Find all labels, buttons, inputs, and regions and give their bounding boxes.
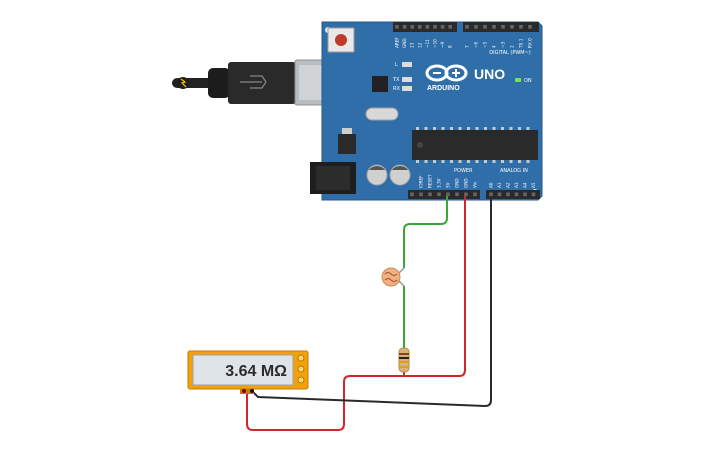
digital-pin-label: ~3 (501, 41, 506, 48)
digital-pin-hole[interactable] (395, 25, 399, 29)
led-rx-label: RX (393, 86, 400, 92)
led-tx-label: TX (392, 77, 400, 83)
digital-pin-label: ~9 (440, 41, 445, 48)
digital-pin-hole[interactable] (425, 25, 430, 29)
power-pin-hole[interactable] (428, 192, 432, 197)
reset-button[interactable] (327, 27, 355, 53)
analog-pin-hole[interactable] (523, 192, 527, 197)
digital-pin-label: 2 (510, 45, 515, 48)
on-led-label: ON (524, 78, 532, 84)
analog-pin-hole[interactable] (489, 192, 493, 197)
digital-pin-label: GND (402, 38, 407, 48)
analog-pin-label: A3 (514, 182, 519, 188)
digital-pin-label: TX 1 (519, 38, 524, 49)
multimeter-readout: 3.64 MΩ (225, 363, 287, 380)
multimeter-probe-terminals[interactable] (240, 389, 254, 394)
analog-pin-hole[interactable] (514, 192, 519, 197)
digital-pin-hole[interactable] (483, 25, 487, 29)
digital-pin-label: 7 (465, 45, 470, 48)
digital-pin-hole[interactable] (501, 25, 505, 29)
board-model-label: UNO (474, 66, 505, 82)
power-pin-hole[interactable] (446, 192, 450, 197)
digital-pin-hole[interactable] (465, 25, 469, 29)
digital-pin-label: 8 (448, 45, 453, 48)
power-pin-label: 5V (446, 182, 451, 188)
board-brand-label: ARDUINO (427, 85, 460, 92)
wire-black-a0[interactable] (252, 196, 492, 408)
power-pin-label: 3.3V (437, 178, 442, 188)
power-pin-label: RESET (428, 174, 433, 188)
status-leds: L TX RX (392, 62, 412, 92)
power-pin-hole[interactable] (473, 192, 477, 197)
digital-header-label: DIGITAL (PWM~) (489, 50, 531, 56)
digital-pin-hole[interactable] (402, 25, 407, 29)
multimeter-mode-buttons[interactable] (297, 354, 305, 384)
power-pin-label: IOREF (419, 175, 424, 188)
power-pin-label: GND (464, 178, 469, 188)
resistor[interactable] (398, 347, 410, 373)
mode-button-ohm[interactable] (297, 376, 305, 384)
digital-pin-label: AREF (395, 37, 400, 48)
power-pin-hole[interactable] (455, 192, 459, 197)
power-pin-label: Vin (473, 181, 478, 188)
digital-pin-hole[interactable] (492, 25, 496, 29)
analog-pin-label: A5 (531, 182, 536, 188)
analog-pin-label: A1 (497, 182, 502, 188)
power-pin-label: GND (455, 178, 460, 188)
led-l-label: L (395, 62, 398, 68)
power-pin-hole[interactable] (410, 192, 414, 197)
digital-pin-hole[interactable] (448, 25, 452, 29)
analog-pin-hole[interactable] (531, 192, 536, 197)
multimeter[interactable]: 3.64 MΩ (187, 350, 309, 394)
power-header-label: POWER (454, 168, 473, 174)
digital-pin-label: ~6 (474, 41, 479, 48)
capacitors (366, 164, 411, 186)
digital-header[interactable] (393, 22, 539, 32)
power-pin-hole[interactable] (464, 192, 468, 197)
voltage-regulator (338, 128, 356, 154)
digital-pin-hole[interactable] (510, 25, 514, 29)
analog-pin-hole[interactable] (497, 192, 502, 197)
digital-pin-label: 13 (410, 42, 415, 48)
digital-pin-hole[interactable] (433, 25, 437, 29)
mode-button-v[interactable] (297, 365, 305, 373)
analog-header-label: ANALOG IN (500, 168, 528, 174)
digital-pin-label: RX 0 (528, 38, 533, 48)
power-pin-hole[interactable] (437, 192, 441, 197)
dc-power-jack[interactable] (310, 162, 356, 194)
analog-header[interactable] (486, 190, 540, 199)
digital-pin-label: ~10 (433, 39, 438, 48)
analog-pin-hole[interactable] (506, 192, 510, 197)
power-led: ON (515, 78, 532, 84)
digital-pin-hole[interactable] (440, 25, 445, 29)
usb-chip (372, 76, 388, 92)
analog-pin-label: A4 (523, 182, 528, 188)
wire-green-5v[interactable] (403, 196, 448, 350)
analog-pin-label: A2 (506, 182, 511, 188)
digital-pin-label: ~11 (425, 39, 430, 48)
digital-pin-hole[interactable] (418, 25, 422, 29)
wire-red-gnd[interactable] (246, 196, 466, 431)
digital-pin-label: 12 (417, 42, 422, 48)
digital-pin-hole[interactable] (410, 25, 414, 29)
digital-pin-label: ~5 (483, 41, 488, 48)
digital-pin-label: 4 (492, 45, 497, 48)
power-pin-labels: IOREF RESET 3.3V 5V GND GND Vin (419, 174, 478, 188)
digital-pin-hole[interactable] (528, 25, 532, 29)
power-header[interactable] (408, 190, 480, 199)
crystal-oscillator (365, 107, 399, 121)
mode-button-a[interactable] (297, 354, 305, 362)
power-pin-hole[interactable] (419, 192, 423, 197)
analog-pin-label: A0 (489, 182, 494, 188)
arduino-logo (425, 64, 468, 82)
digital-pin-hole[interactable] (519, 25, 523, 29)
photoresistor[interactable] (381, 267, 405, 287)
atmega-chip (412, 127, 538, 163)
digital-pin-hole[interactable] (474, 25, 478, 29)
